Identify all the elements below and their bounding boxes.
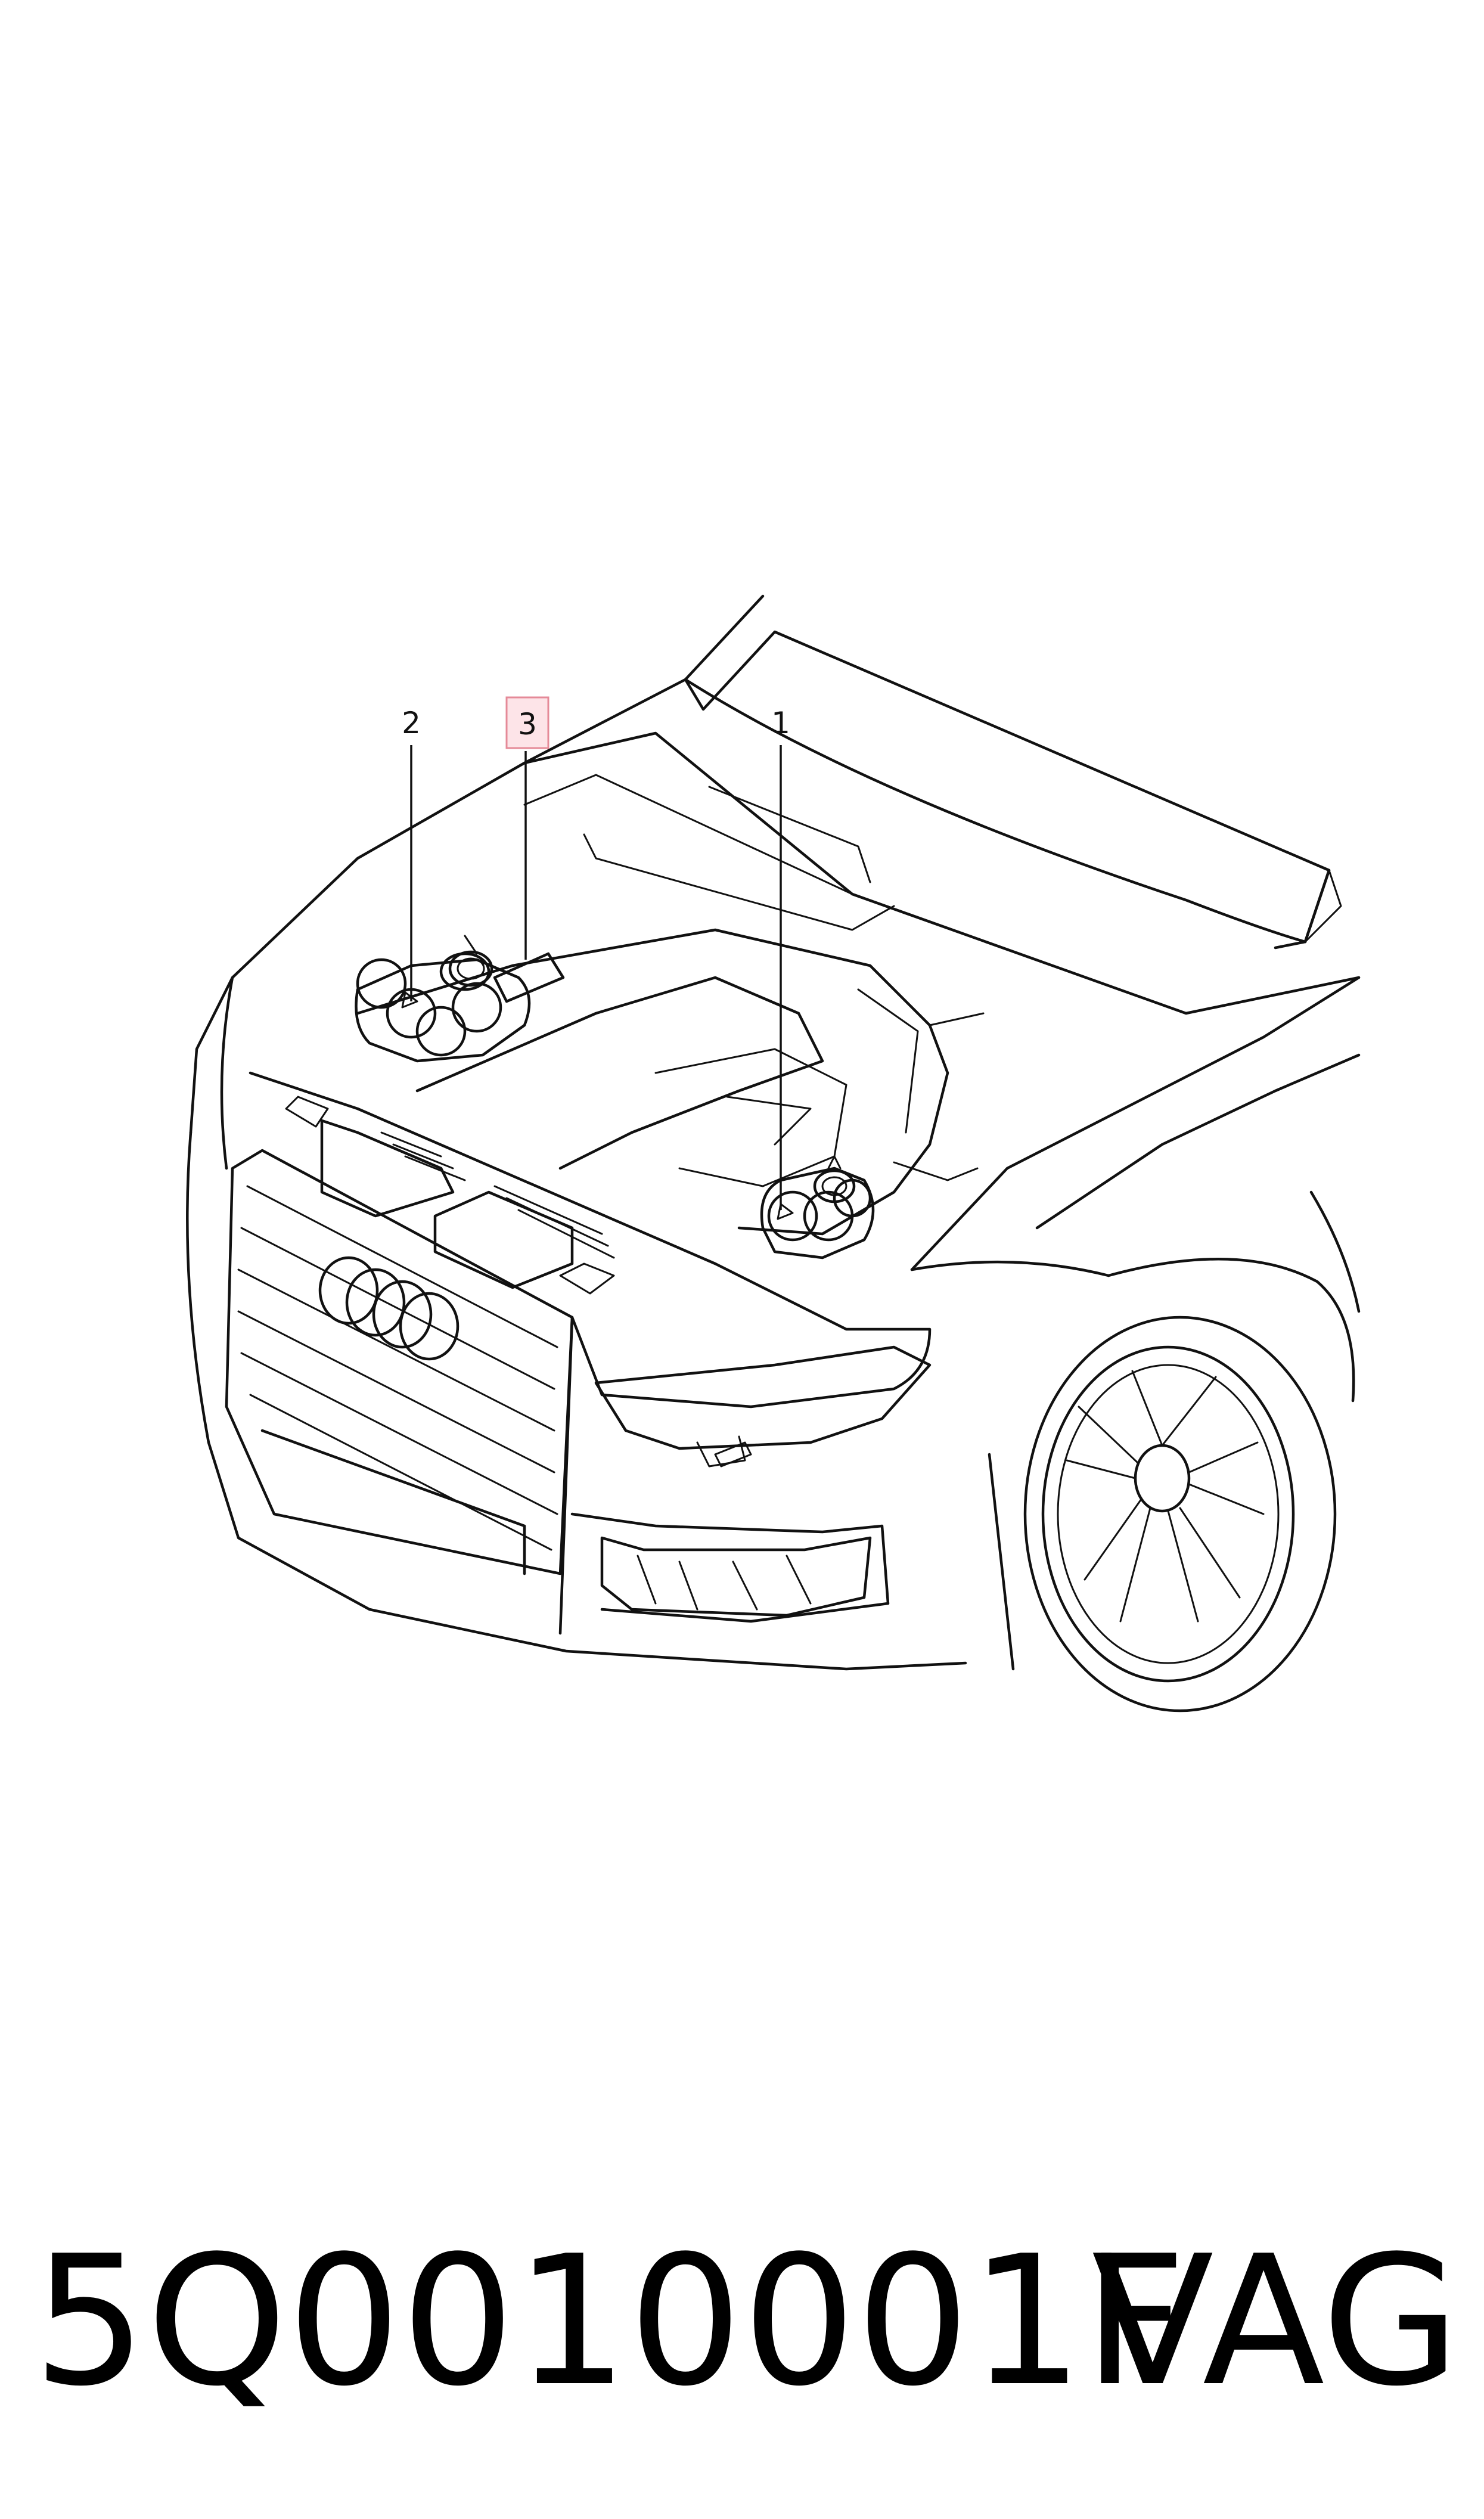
leader-lines — [410, 745, 782, 1210]
callout-label-2: 2 — [402, 706, 421, 740]
reservoir-2 — [355, 952, 531, 1063]
rings-logo — [318, 1256, 460, 1361]
front-grille — [225, 1149, 574, 1575]
fog-lamp — [600, 1536, 872, 1617]
engine-bay — [285, 774, 985, 1295]
callout-2[interactable]: 2 — [402, 706, 421, 740]
hood — [684, 594, 1342, 950]
reservoir-1 — [760, 1155, 875, 1260]
callout-3[interactable]: 3 — [505, 696, 549, 749]
brand-name: VAG — [1091, 2217, 1460, 2425]
callout-label-1: 1 — [771, 706, 790, 740]
callout-highlight-box — [505, 696, 549, 749]
footer: 5Q0010001F VAG — [0, 2223, 1484, 2420]
headlight — [594, 1345, 932, 1468]
callout-label-3: 3 — [518, 707, 537, 742]
front-wheel — [1023, 1316, 1337, 1713]
part-number: 5Q0010001F — [33, 2217, 1187, 2425]
cap-with-label — [448, 935, 565, 1003]
callout-1[interactable]: 1 — [771, 706, 790, 740]
car-body — [186, 678, 1361, 1671]
